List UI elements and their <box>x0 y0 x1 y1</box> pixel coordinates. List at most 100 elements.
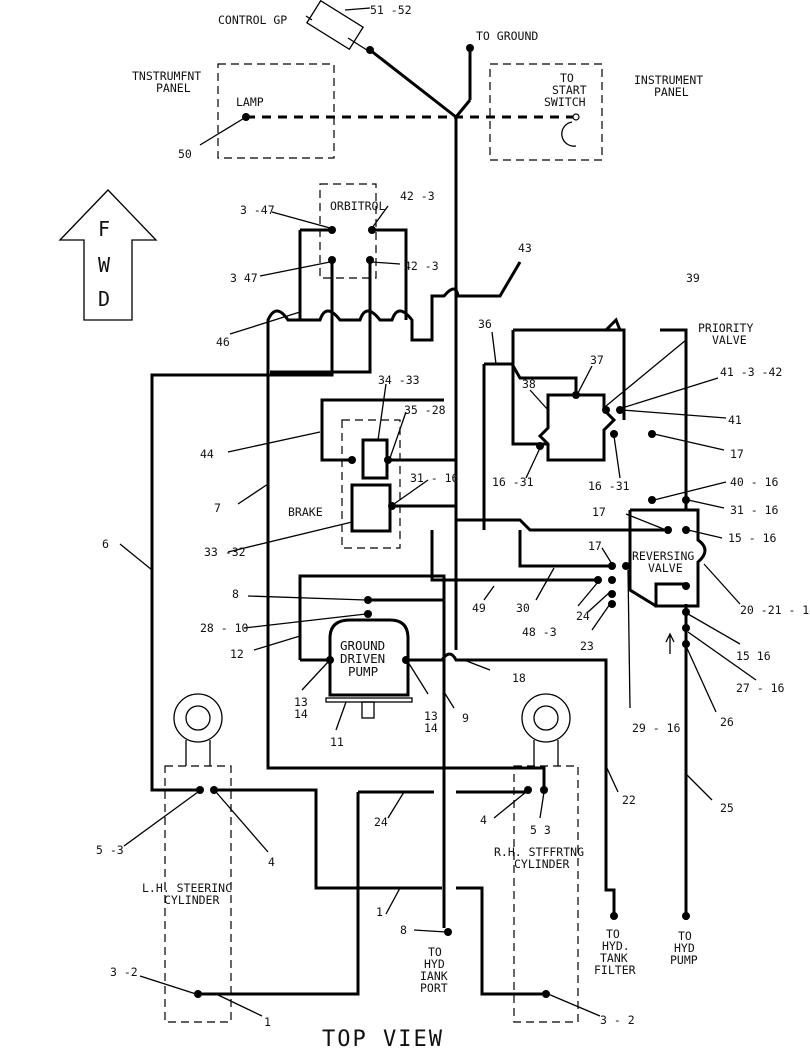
ref-4-right: 4 <box>480 813 487 827</box>
ref-31-16-a: 31 - 16 <box>410 471 459 485</box>
ref-5-3-left: 5 -3 <box>96 843 124 857</box>
ref-34-33: 34 -33 <box>378 373 420 387</box>
hose-36 <box>484 362 578 395</box>
ref-27-16: 27 - 16 <box>736 681 785 695</box>
pump-shaft <box>361 701 375 719</box>
ref-14-right: 14 <box>424 721 438 735</box>
ref-24-b: 24 <box>374 815 388 829</box>
ref-9: 9 <box>462 711 469 725</box>
ref-16-31-b: 16 -31 <box>588 479 630 493</box>
ref-24-a: 24 <box>576 609 590 623</box>
ref-18: 18 <box>512 671 526 685</box>
instrument-panel-left-box <box>217 63 335 159</box>
ref-29-16: 29 - 16 <box>632 721 681 735</box>
brake-label: BRAKE <box>288 505 323 519</box>
control-gp-label: CONTROL GP <box>218 13 287 27</box>
ref-7: 7 <box>214 501 221 515</box>
ref-30: 30 <box>516 601 530 615</box>
brake-lines <box>390 458 456 508</box>
ref-11: 11 <box>330 735 344 749</box>
to-start-label-3: SWITCH <box>544 95 586 109</box>
ref-5-3-right: 5 3 <box>530 823 551 837</box>
ref-44: 44 <box>200 447 214 461</box>
reversing-valve-label-2: VALVE <box>648 561 683 575</box>
tank-filter-label-3: TANK <box>600 951 628 965</box>
ground-driven-pump-body <box>328 618 410 697</box>
tank-port-label-3: IANK <box>420 969 448 983</box>
hose-30 <box>518 530 610 568</box>
hose-1-right <box>456 790 544 996</box>
ref-13-right: 13 <box>424 709 438 723</box>
ref-12: 12 <box>230 647 244 661</box>
ref-41: 41 <box>728 413 742 427</box>
fwd-letter-f: F <box>98 217 110 241</box>
ref-31-16-b: 31 - 16 <box>730 503 779 517</box>
ref-42-3-b: 42 -3 <box>404 259 439 273</box>
rh-cylinder-label-2: CYLINDER <box>514 857 569 871</box>
ref-46: 46 <box>216 335 230 349</box>
ref-8-a: 8 <box>232 587 239 601</box>
ref-16-31-a: 16 -31 <box>492 475 534 489</box>
ref-1-mid: 1 <box>376 905 383 919</box>
ref-38: 38 <box>522 377 536 391</box>
ref-20-21-14: 20 -21 - 14 <box>740 603 810 617</box>
orbitrol-label: ORBITROL <box>330 199 385 213</box>
ref-22: 22 <box>622 793 636 807</box>
hose-7 <box>266 345 456 770</box>
brake-box <box>341 419 401 549</box>
ref-37: 37 <box>590 353 604 367</box>
hyd-pump-label-1: TO <box>678 929 692 943</box>
ref-43: 43 <box>518 241 532 255</box>
ref-50: 50 <box>178 147 192 161</box>
to-ground-label: TO GROUND <box>476 29 538 43</box>
hose-1-left <box>200 788 360 996</box>
ref-17-c: 17 <box>588 539 602 553</box>
instrument-panel-left-label-2: PANEL <box>156 81 191 95</box>
ref-36: 36 <box>478 317 492 331</box>
instrument-panel-right-box <box>489 63 603 161</box>
hyd-pump-label-2: HYD <box>674 941 695 955</box>
reversing-valve-label-1: REVERSING <box>632 549 694 563</box>
hose-44-top <box>320 398 444 430</box>
to-start-label-2: START <box>552 83 587 97</box>
pump-label-1: GROUND <box>340 638 385 653</box>
priority-valve-label-2: VALVE <box>712 333 747 347</box>
ref-13-left: 13 <box>294 695 308 709</box>
lh-cylinder-eye-icon <box>173 693 223 766</box>
hose-6 <box>150 320 334 792</box>
ref-17-a: 17 <box>730 447 744 461</box>
ref-49: 49 <box>472 601 486 615</box>
tank-port-label-4: PORT <box>420 981 448 995</box>
ref-25: 25 <box>720 801 734 815</box>
pump-label-3: PUMP <box>348 664 378 679</box>
to-start-label-1: TO <box>560 71 574 85</box>
hose-24 <box>358 766 546 794</box>
fwd-letter-d: D <box>98 287 110 311</box>
ref-51-52: 51 -52 <box>370 3 412 17</box>
ref-15-16-a: 15 - 16 <box>728 531 777 545</box>
pump-label-2: DRIVEN <box>340 651 385 666</box>
hose-12 <box>298 574 446 660</box>
hose-1-mid <box>314 792 442 890</box>
flow-arrow-icon <box>665 632 675 654</box>
hose-44 <box>320 430 352 462</box>
priority-valve-body <box>537 393 617 462</box>
hose-39 <box>660 328 688 510</box>
instrument-panel-left-label-1: TNSTRUMFNT <box>132 69 201 83</box>
control-wire <box>369 48 457 119</box>
tank-filter-label-4: FILTER <box>594 963 636 977</box>
lh-cylinder-label-1: L.H. STEERINC <box>142 881 232 895</box>
ref-17-b: 17 <box>592 505 606 519</box>
lh-cylinder-box <box>164 765 232 1023</box>
priority-valve-label-1: PRIORITY <box>698 321 753 335</box>
brake-actuator <box>350 483 392 533</box>
rh-cylinder-eye-icon <box>521 693 571 766</box>
ref-15-16-b: 15 16 <box>736 649 771 663</box>
tank-filter-label-1: TO <box>606 927 620 941</box>
brake-valve <box>361 438 389 480</box>
ref-33-32: 33 -32 <box>204 545 246 559</box>
start-switch-icon <box>561 121 577 147</box>
instrument-panel-right-label-1: INSTRUMENT <box>634 73 703 87</box>
tank-filter-label-2: HYD. <box>602 939 630 953</box>
